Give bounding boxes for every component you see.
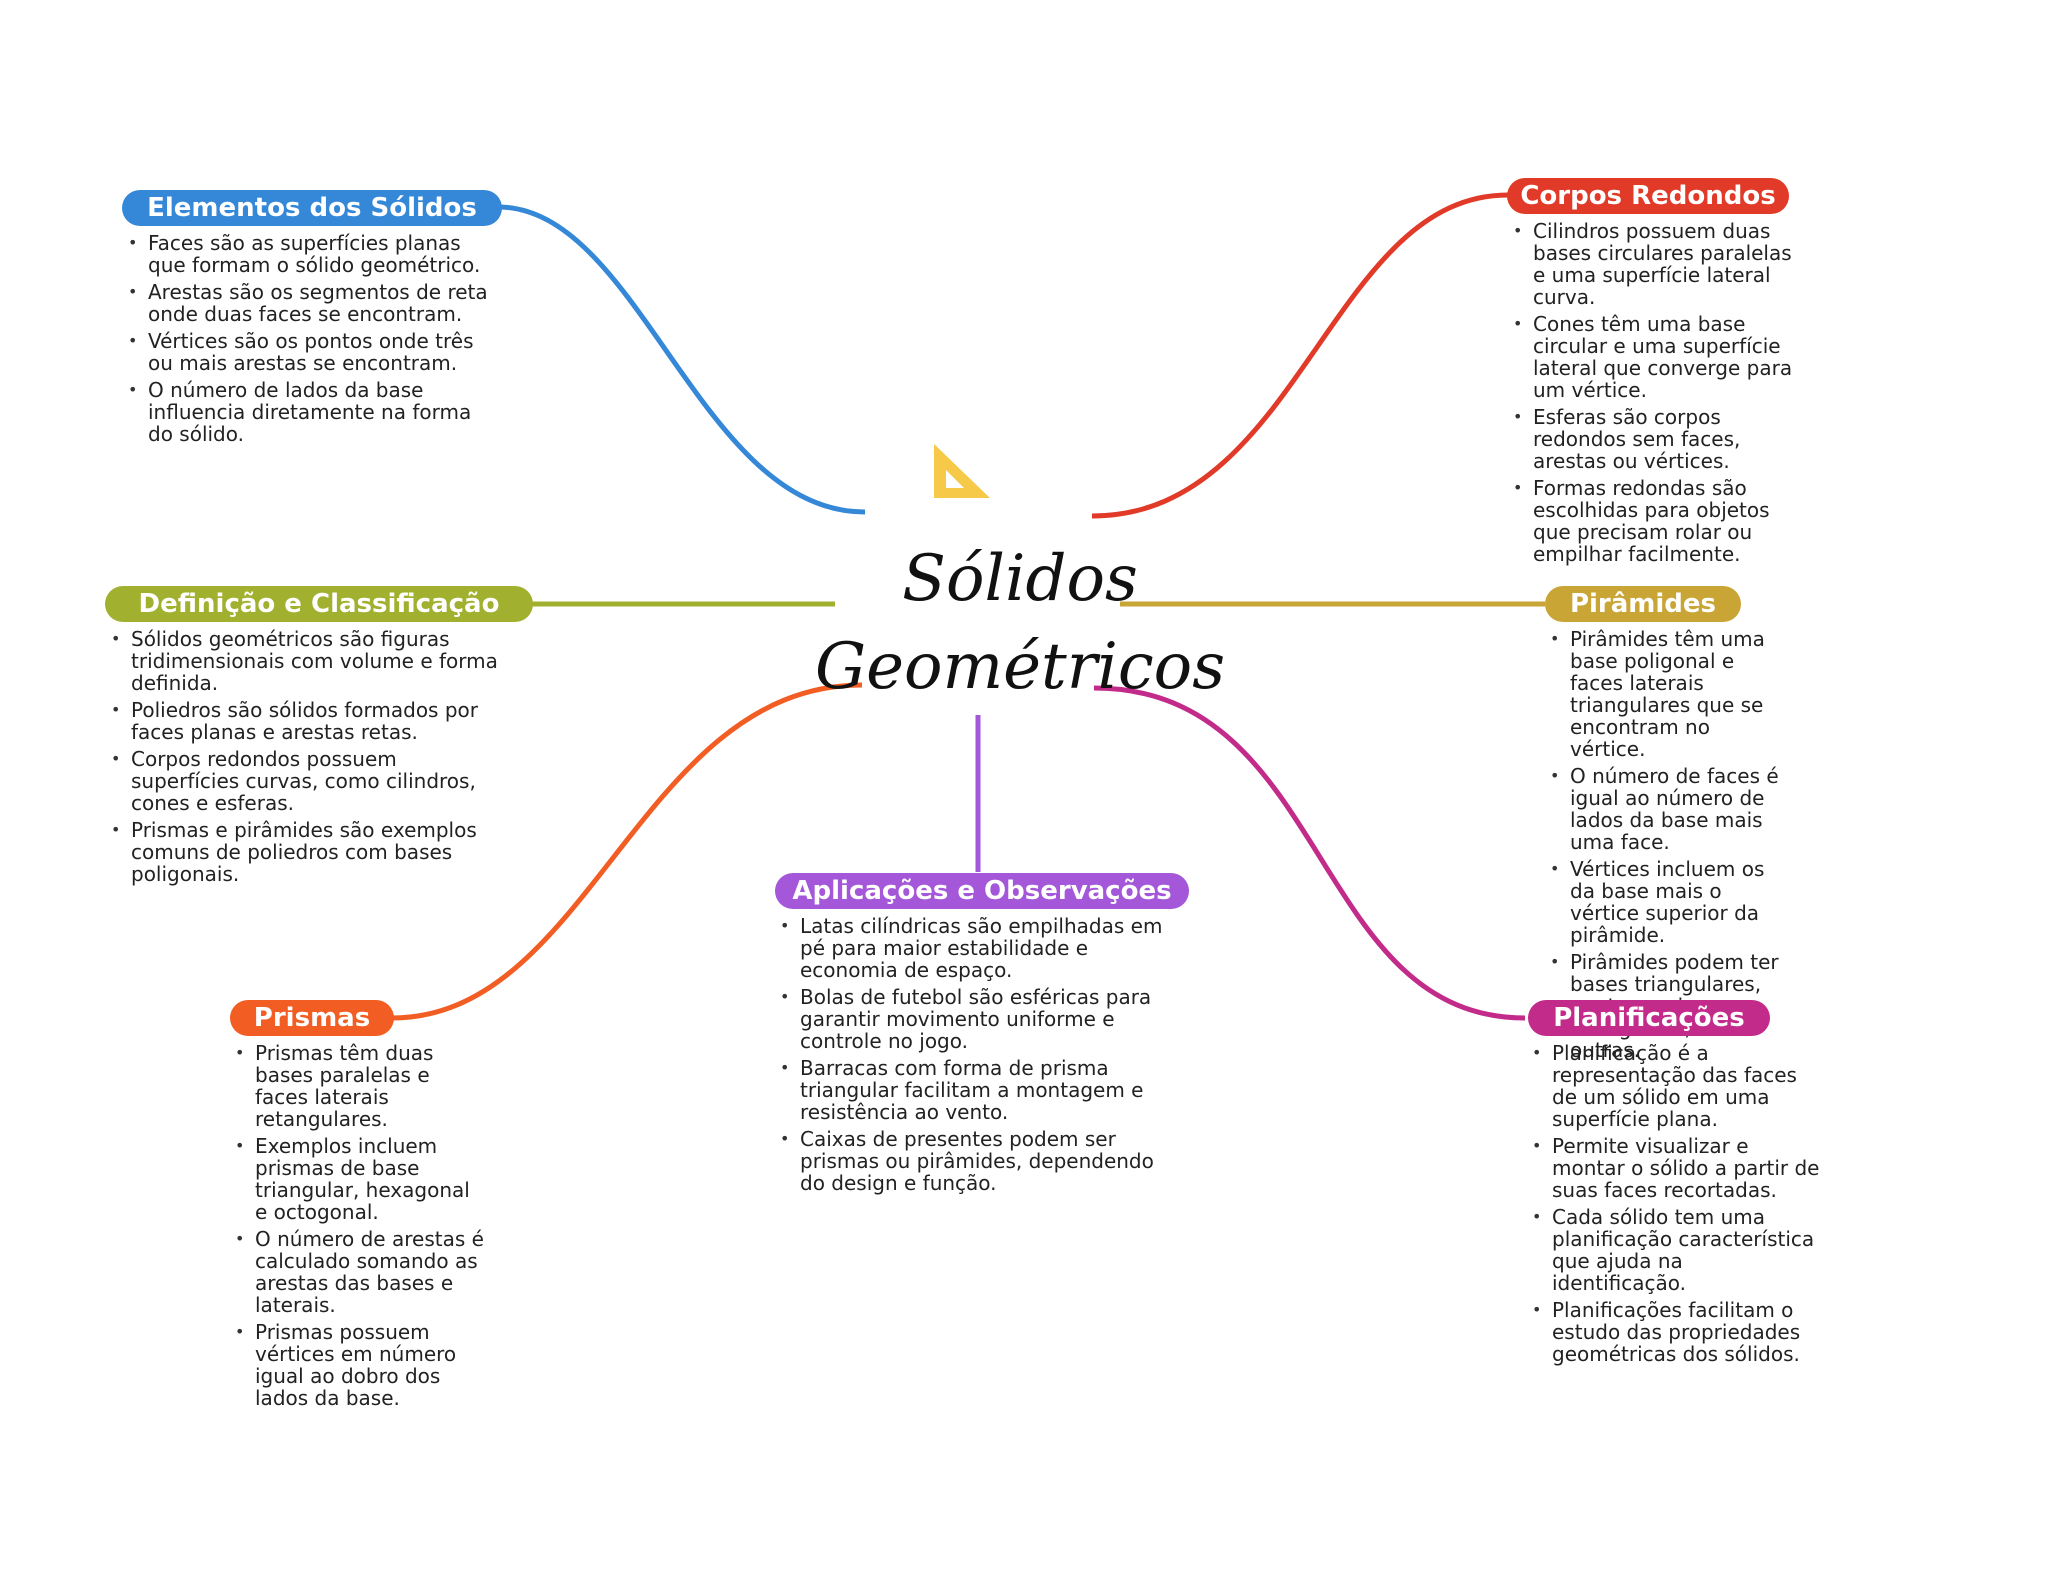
connector-corpos bbox=[1091, 192, 1509, 519]
branch-elementos-title: Elementos dos Sólidos bbox=[122, 190, 502, 226]
branch-elementos-list: Faces são as superfícies planas que form… bbox=[128, 232, 498, 450]
list-item: O número de faces é igual ao número de l… bbox=[1550, 765, 1790, 853]
list-item: Caixas de presentes podem ser prismas ou… bbox=[780, 1128, 1180, 1194]
list-item: Prismas têm duas bases paralelas e faces… bbox=[235, 1042, 485, 1130]
list-item: Latas cilíndricas são empilhadas em pé p… bbox=[780, 915, 1180, 981]
list-item: Arestas são os segmentos de reta onde du… bbox=[128, 281, 498, 325]
branch-aplicacoes-list: Latas cilíndricas são empilhadas em pé p… bbox=[780, 915, 1180, 1199]
connector-planificacoes bbox=[1093, 685, 1526, 1021]
list-item: Planificação é a representação das faces… bbox=[1532, 1042, 1822, 1130]
list-item: Formas redondas são escolhidas para obje… bbox=[1513, 477, 1803, 565]
connector-elementos bbox=[499, 204, 866, 515]
list-item: O número de arestas é calculado somando … bbox=[235, 1228, 485, 1316]
list-item: Prismas e pirâmides são exemplos comuns … bbox=[111, 819, 511, 885]
list-item: O número de lados da base influencia dir… bbox=[128, 379, 498, 445]
list-item: Vértices são os pontos onde três ou mais… bbox=[128, 330, 498, 374]
list-item: Prismas possuem vértices em número igual… bbox=[235, 1321, 485, 1409]
branch-definicao-title: Definição e Classificação bbox=[105, 586, 533, 622]
list-item: Sólidos geométricos são figuras tridimen… bbox=[111, 628, 511, 694]
branch-aplicacoes-title: Aplicações e Observações bbox=[775, 873, 1189, 909]
set-square-icon bbox=[934, 444, 990, 498]
list-item: Poliedros são sólidos formados por faces… bbox=[111, 699, 511, 743]
branch-planificacoes-title: Planificações bbox=[1528, 1000, 1770, 1036]
branch-prismas-title: Prismas bbox=[230, 1000, 394, 1036]
list-item: Cada sólido tem uma planificação caracte… bbox=[1532, 1206, 1822, 1294]
branch-planificacoes-list: Planificação é a representação das faces… bbox=[1532, 1042, 1822, 1370]
list-item: Corpos redondos possuem superfícies curv… bbox=[111, 748, 511, 814]
list-item: Barracas com forma de prisma triangular … bbox=[780, 1057, 1180, 1123]
list-item: Bolas de futebol são esféricas para gara… bbox=[780, 986, 1180, 1052]
central-topic: Sólidos Geométricos bbox=[790, 440, 1250, 720]
branch-corpos-title: Corpos Redondos bbox=[1507, 178, 1789, 214]
central-title: Sólidos Geométricos bbox=[814, 542, 1226, 704]
list-item: Planificações facilitam o estudo das pro… bbox=[1532, 1299, 1822, 1365]
branch-corpos-list: Cilindros possuem duas bases circulares … bbox=[1513, 220, 1803, 570]
list-item: Permite visualizar e montar o sólido a p… bbox=[1532, 1135, 1822, 1201]
branch-prismas-list: Prismas têm duas bases paralelas e faces… bbox=[235, 1042, 485, 1414]
list-item: Cones têm uma base circular e uma superf… bbox=[1513, 313, 1803, 401]
list-item: Vértices incluem os da base mais o vérti… bbox=[1550, 858, 1790, 946]
list-item: Faces são as superfícies planas que form… bbox=[128, 232, 498, 276]
branch-piramides-title: Pirâmides bbox=[1545, 586, 1741, 622]
list-item: Pirâmides têm uma base poligonal e faces… bbox=[1550, 628, 1790, 760]
list-item: Esferas são corpos redondos sem faces, a… bbox=[1513, 406, 1803, 472]
branch-definicao-list: Sólidos geométricos são figuras tridimen… bbox=[111, 628, 511, 890]
list-item: Exemplos incluem prismas de base triangu… bbox=[235, 1135, 485, 1223]
list-item: Cilindros possuem duas bases circulares … bbox=[1513, 220, 1803, 308]
connector-prismas bbox=[391, 682, 863, 1021]
